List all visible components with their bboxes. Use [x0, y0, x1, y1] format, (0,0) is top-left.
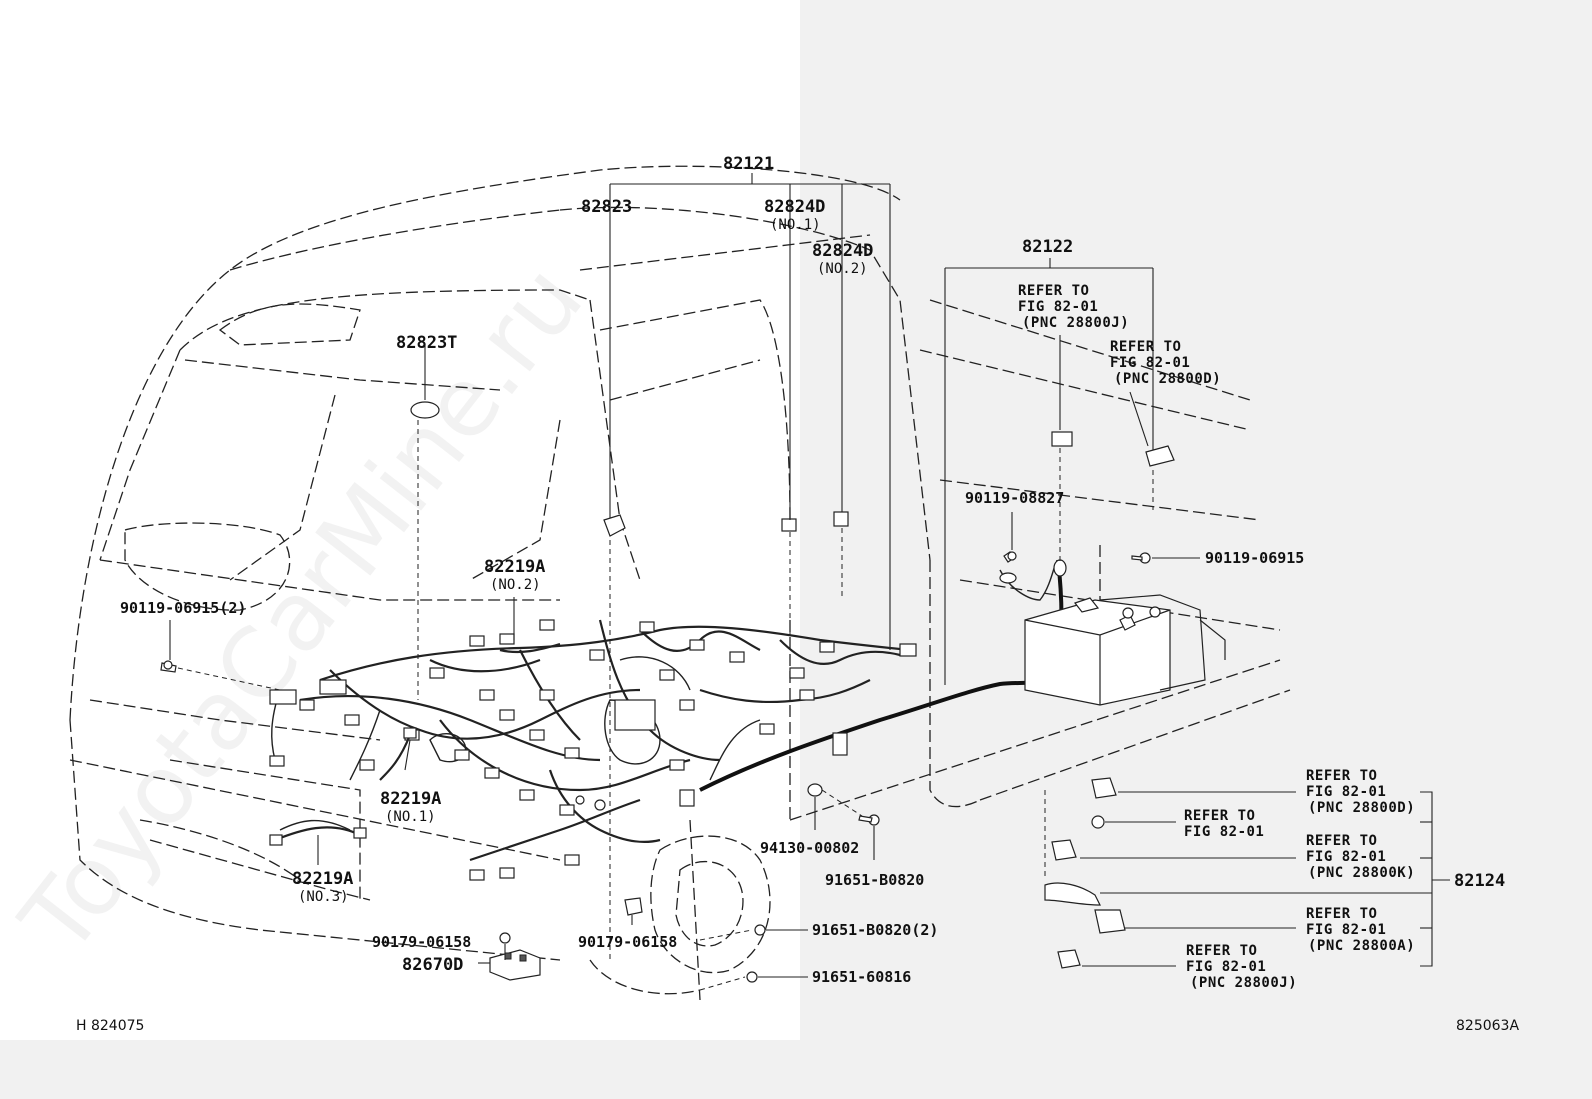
refer-note-8201: REFER TO FIG 82-01 [1184, 808, 1264, 840]
svg-text:(PNC 28800D): (PNC 28800D) [1114, 371, 1221, 387]
label-90179-06158-left: 90179-06158 [372, 933, 471, 951]
label-90119-06915-2: 90119-06915(2) [120, 599, 246, 617]
refer-note-28800d: REFER TO FIG 82-01 (PNC 28800D) [1306, 768, 1415, 816]
label-82219a-no3: 82219A [292, 869, 353, 889]
label-82824d-no2: 82824D [812, 241, 873, 261]
svg-text:REFER TO: REFER TO [1018, 283, 1089, 299]
label-82219a-no1: 82219A [380, 789, 441, 809]
svg-text:FIG 82-01: FIG 82-01 [1186, 959, 1266, 975]
leader-lines [169, 173, 1450, 991]
battery-cable-assembly [699, 559, 1226, 792]
label-91651-b0820-2: 91651-B0820(2) [812, 921, 938, 939]
label-91651-b0820: 91651-B0820 [825, 871, 924, 889]
svg-text:REFER TO: REFER TO [1306, 833, 1377, 849]
svg-text:FIG 82-01: FIG 82-01 [1306, 849, 1386, 865]
label-82824d-no2-sub: (NO.2) [817, 261, 868, 277]
label-82219a-no2: 82219A [484, 557, 545, 577]
svg-text:FIG 82-01: FIG 82-01 [1018, 299, 1098, 315]
label-90119-06915: 90119-06915 [1205, 549, 1304, 567]
refer-note-28800d-top: REFER TO FIG 82-01 (PNC 28800D) [1110, 339, 1221, 387]
refer-note-28800a: REFER TO FIG 82-01 (PNC 28800A) [1306, 906, 1415, 954]
small-parts [160, 401, 1175, 983]
label-82824d-no1: 82824D [764, 197, 825, 217]
svg-text:FIG 82-01: FIG 82-01 [1306, 784, 1386, 800]
svg-text:REFER TO: REFER TO [1186, 943, 1257, 959]
label-90119-08827: 90119-08827 [965, 489, 1064, 507]
diagram-background-right [800, 0, 1592, 1099]
svg-text:(PNC 28800K): (PNC 28800K) [1308, 865, 1415, 881]
engine-wire-harness [269, 619, 917, 881]
svg-text:(PNC 28800J): (PNC 28800J) [1022, 315, 1129, 331]
label-82670d: 82670D [402, 955, 463, 975]
label-82124: 82124 [1454, 871, 1505, 891]
label-82823: 82823 [581, 197, 632, 217]
refer-notes: REFER TO FIG 82-01 (PNC 28800J) REFER TO… [1018, 283, 1415, 991]
label-82122: 82122 [1022, 237, 1073, 257]
drawing-number: H 824075 [76, 1018, 144, 1034]
room-lamp-part [410, 401, 440, 419]
label-94130-00802: 94130-00802 [760, 839, 859, 857]
callout-labels: 82121 82823 82824D (NO.1) 82824D (NO.2) … [120, 154, 1505, 986]
svg-text:REFER TO: REFER TO [1306, 906, 1377, 922]
diagram-background-left [0, 0, 800, 1040]
figure-id: 825063A [1456, 1018, 1519, 1034]
label-82219a-no2-sub: (NO.2) [490, 577, 541, 593]
svg-text:REFER TO: REFER TO [1184, 808, 1255, 824]
label-82219a-no1-sub: (NO.1) [385, 809, 436, 825]
van-body-outline [69, 165, 1291, 1001]
svg-text:(PNC 28800A): (PNC 28800A) [1308, 938, 1415, 954]
refer-note-28800j-top: REFER TO FIG 82-01 (PNC 28800J) [1018, 283, 1129, 331]
svg-text:FIG 82-01: FIG 82-01 [1306, 922, 1386, 938]
svg-text:REFER TO: REFER TO [1306, 768, 1377, 784]
svg-text:(PNC 28800D): (PNC 28800D) [1308, 800, 1415, 816]
svg-text:REFER TO: REFER TO [1110, 339, 1181, 355]
refer-note-28800k: REFER TO FIG 82-01 (PNC 28800K) [1306, 833, 1415, 881]
label-82823t: 82823T [396, 333, 457, 353]
label-82219a-no3-sub: (NO.3) [298, 889, 349, 905]
svg-text:FIG 82-01: FIG 82-01 [1184, 824, 1264, 840]
svg-text:(PNC 28800J): (PNC 28800J) [1190, 975, 1297, 991]
refer-note-28800j: REFER TO FIG 82-01 (PNC 28800J) [1186, 943, 1297, 991]
label-82121: 82121 [723, 154, 774, 174]
diagram-background-bottom [0, 1040, 800, 1099]
label-82824d-no1-sub: (NO.1) [770, 217, 821, 233]
label-91651-60816: 91651-60816 [812, 968, 911, 986]
svg-text:FIG 82-01: FIG 82-01 [1110, 355, 1190, 371]
label-90179-06158-right: 90179-06158 [578, 933, 677, 951]
